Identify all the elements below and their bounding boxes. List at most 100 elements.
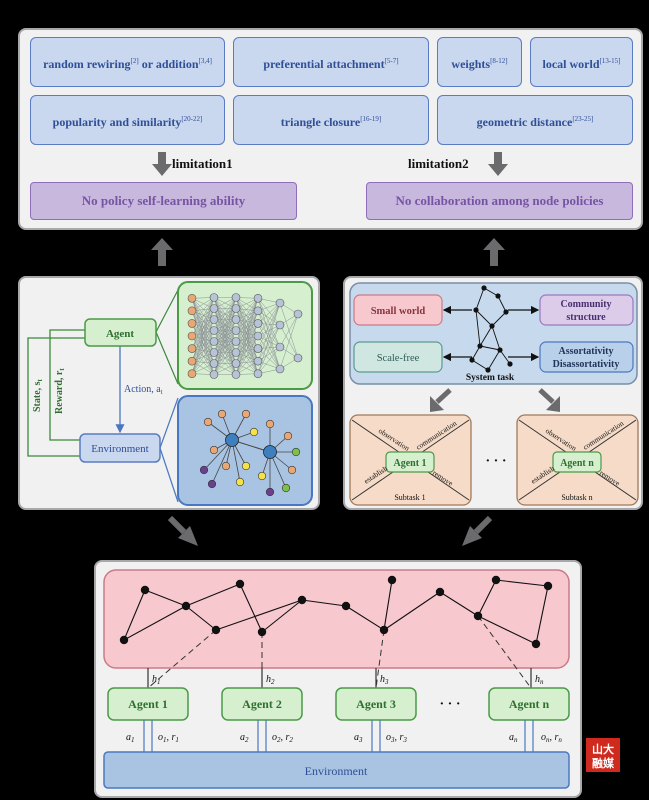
observation-reward-label: o1, r1 xyxy=(158,732,179,744)
task-graph-node xyxy=(503,309,509,315)
method-geometric-distance: geometric distance[23-25] xyxy=(437,95,633,145)
nn-neuron xyxy=(187,331,197,341)
nn-neuron xyxy=(231,348,241,357)
system-task-label: System task xyxy=(466,373,515,383)
task-graph-node xyxy=(485,367,491,373)
graph-hub-node xyxy=(225,433,239,447)
graph-node xyxy=(281,483,291,493)
small-world-label: Small world xyxy=(371,306,426,317)
observation-reward-label: o2, r2 xyxy=(272,732,293,744)
nn-neuron xyxy=(209,337,219,346)
subtask-1: Agent 1 observation communication establ… xyxy=(349,414,472,506)
hidden-state-label: h1 xyxy=(152,674,161,686)
network-node xyxy=(435,587,445,597)
down-arrow-left xyxy=(167,515,198,546)
nn-neuron xyxy=(187,369,197,379)
network-node xyxy=(297,595,307,605)
nn-neuron xyxy=(253,356,263,366)
subtask-n-agent: Agent n xyxy=(560,458,594,469)
nn-neuron xyxy=(209,304,219,313)
task-graph-node xyxy=(473,307,479,313)
action-signal-label: a2 xyxy=(240,732,249,744)
network-node xyxy=(379,625,389,635)
observation-reward-label: o3, r3 xyxy=(386,732,407,744)
observation-reward-label: on, rn xyxy=(541,732,562,744)
method-weights: weights[8-12] xyxy=(437,37,522,87)
network-node xyxy=(531,639,541,649)
nn-neuron xyxy=(253,369,263,379)
graph-hub-node xyxy=(263,445,277,459)
limitation2-label: limitation2 xyxy=(408,156,469,171)
network-node xyxy=(257,627,267,637)
graph-node xyxy=(257,471,267,481)
limitation2-box: No collaboration among node policies xyxy=(366,182,633,220)
network-node xyxy=(235,579,245,589)
nn-neuron xyxy=(231,293,241,302)
hidden-state-label: h3 xyxy=(380,674,389,686)
action-label: Action, at xyxy=(124,384,163,396)
nn-neuron xyxy=(253,319,263,328)
network-node xyxy=(211,625,221,635)
method-popularity-similarity: popularity and similarity[20-22] xyxy=(30,95,225,145)
nn-neuron xyxy=(275,320,285,330)
neural-network-icon xyxy=(187,293,303,379)
nn-neuron xyxy=(187,356,197,366)
scale-free-box xyxy=(353,341,443,373)
subtask-arrows xyxy=(430,388,560,412)
task-graph-node xyxy=(489,323,495,329)
nn-neuron xyxy=(209,370,219,379)
nn-neuron xyxy=(275,298,285,308)
env-connectors xyxy=(159,397,179,503)
task-graph-node xyxy=(469,357,475,363)
svg-text:山大: 山大 xyxy=(592,742,614,756)
subtask-1-agent: Agent 1 xyxy=(393,458,426,469)
graph-node xyxy=(249,427,259,437)
agent-3-label: Agent 3 xyxy=(356,697,396,711)
up-arrow-right xyxy=(483,238,505,266)
task-graph-node xyxy=(495,293,501,299)
graph-node xyxy=(265,487,275,497)
community-label-2: structure xyxy=(566,312,606,323)
limitation2-arrow xyxy=(488,152,508,176)
nn-neuron xyxy=(231,337,241,346)
task-graph-node xyxy=(507,361,513,367)
state-label: State, st xyxy=(32,378,44,412)
svg-text:融媒: 融媒 xyxy=(592,756,615,770)
scale-free-label: Scale-free xyxy=(377,353,420,364)
subtask-n-label: Subtask n xyxy=(561,493,592,502)
rl-agent-box xyxy=(84,318,157,347)
task-graph-node xyxy=(497,347,503,353)
nn-neuron xyxy=(209,293,219,302)
limitation1-label: limitation1 xyxy=(172,156,233,171)
network-node xyxy=(387,575,397,585)
bottom-agents: Agent 1 Agent 2 Agent 3 Agent n xyxy=(107,687,570,721)
nn-neuron xyxy=(187,319,197,328)
graph-node xyxy=(207,479,217,489)
system-task-graph xyxy=(469,285,513,373)
nn-neuron xyxy=(231,326,241,335)
nn-neuron xyxy=(187,306,197,316)
assortativity-label-1: Assortativity xyxy=(559,346,614,357)
task-arrows xyxy=(442,305,540,362)
graph-node xyxy=(199,465,209,475)
nn-neuron xyxy=(187,344,197,353)
network-node xyxy=(119,635,129,645)
nn-neuron xyxy=(187,293,197,303)
nn-neuron xyxy=(231,359,241,368)
assortativity-label-2: Disassortativity xyxy=(553,359,620,370)
network-node xyxy=(491,575,501,585)
nn-neuron xyxy=(209,326,219,335)
graph-node xyxy=(203,417,213,427)
nn-neuron xyxy=(209,359,219,368)
graph-node xyxy=(287,465,297,475)
network-node xyxy=(473,611,483,621)
bottom-env-label: Environment xyxy=(305,764,368,778)
nn-neuron xyxy=(253,344,263,353)
h-connectors xyxy=(147,668,532,688)
limitation1-arrow xyxy=(152,152,172,176)
nn-neuron xyxy=(209,348,219,357)
nn-neuron xyxy=(253,331,263,341)
hidden-state-label: h2 xyxy=(266,674,275,686)
